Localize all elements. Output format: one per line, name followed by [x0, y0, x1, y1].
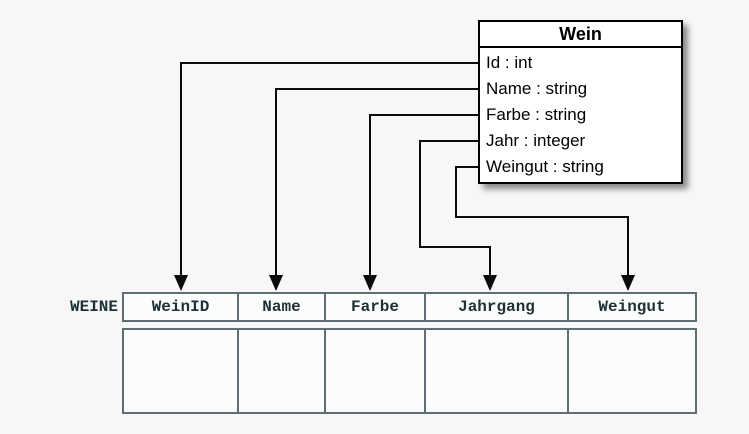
class-attribute-weingut: Weingut : string: [486, 157, 604, 176]
class-attribute-farbe: Farbe : string: [486, 105, 587, 124]
empty-cell: [124, 330, 237, 412]
class-attribute-jahr: Jahr : integer: [486, 131, 586, 150]
empty-cell: [237, 330, 324, 412]
column-header-weinid: WeinID: [151, 298, 210, 316]
table-empty-row: [122, 328, 697, 414]
empty-cell: [324, 330, 424, 412]
arrowhead-down-icon: [621, 275, 635, 291]
connector-weingut-to-weingut: [455, 166, 635, 291]
class-attribute-name: Name : string: [486, 79, 588, 98]
connector-line: [369, 114, 478, 276]
arrowhead-down-icon: [363, 275, 377, 291]
empty-cell: [567, 330, 695, 412]
connector-line: [180, 62, 478, 276]
empty-cell: [424, 330, 567, 412]
arrowhead-down-icon: [174, 275, 188, 291]
connector-line: [275, 88, 478, 276]
table-name-label: WEINE: [69, 298, 118, 316]
class-attribute-id: Id : int: [486, 53, 533, 72]
connector-farbe-to-farbe: [363, 114, 478, 291]
column-header-farbe: Farbe: [324, 294, 424, 320]
class-title: Wein: [480, 22, 681, 48]
arrowhead-down-icon: [483, 275, 497, 291]
arrowhead-down-icon: [269, 275, 283, 291]
uml-class-box-wein: Wein Id : int Name : string Farbe : stri…: [478, 20, 683, 184]
column-header-weingut: Weingut: [567, 294, 695, 320]
class-attribute-list: Id : int Name : string Farbe : string Ja…: [480, 48, 681, 182]
table-header-row: WeinID Name Farbe Jahrgang Weingut: [122, 292, 697, 322]
column-header-jahrgang: Jahrgang: [424, 294, 567, 320]
column-header-name: Name: [237, 294, 324, 320]
connector-id-to-weinid: [174, 62, 478, 291]
connector-name-to-name: [269, 88, 478, 291]
